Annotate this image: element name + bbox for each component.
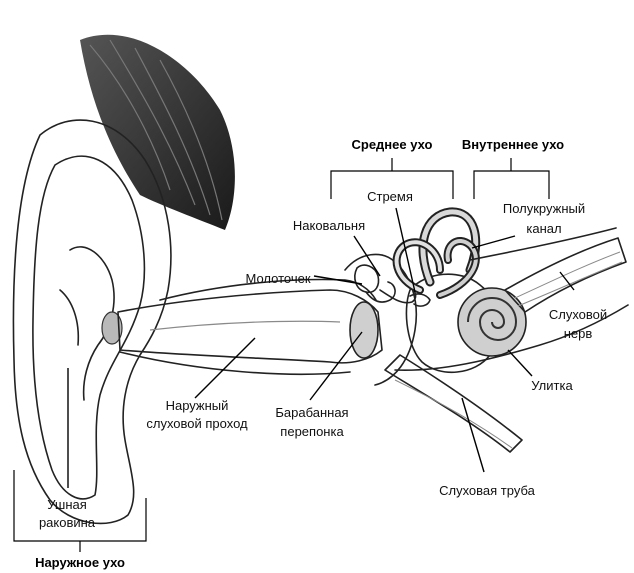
nerve-label-2: нерв xyxy=(564,326,593,341)
cochlea-label: Улитка xyxy=(531,378,573,393)
semicircular-label-2: канал xyxy=(526,221,561,236)
leader-lines xyxy=(67,207,575,488)
bone-outline xyxy=(394,304,629,372)
section-brackets xyxy=(13,158,550,552)
inner-ear-drawing xyxy=(392,207,627,374)
eustachian-label: Слуховая труба xyxy=(439,483,536,498)
ear-canal-label-2: слуховой проход xyxy=(146,416,248,431)
semicircular-label-1: Полукружный xyxy=(503,201,585,216)
cochlea-shape xyxy=(457,287,527,357)
stapes-shape xyxy=(409,293,431,307)
outer-ear-title: Наружное ухо xyxy=(35,555,125,570)
malleus-label: Молоточек xyxy=(245,271,310,286)
eardrum-drawing xyxy=(349,301,379,359)
ear-canal-drawing xyxy=(117,278,383,376)
auricle-drawing xyxy=(12,119,172,525)
hair-drawing xyxy=(80,34,235,231)
eustachian-tube-drawing xyxy=(384,354,523,453)
middle-ear-drawing xyxy=(344,253,431,386)
ear-canal-label-1: Наружный xyxy=(166,398,229,413)
nerve-label-1: Слуховой xyxy=(549,307,607,322)
stapes-label: Стремя xyxy=(367,189,413,204)
eardrum-label-1: Барабанная xyxy=(275,405,348,420)
incus-label: Наковальня xyxy=(293,218,365,233)
auditory-nerve-shape xyxy=(504,237,627,313)
auricle-label-1: Ушная xyxy=(47,497,87,512)
middle-ear-title: Среднее ухо xyxy=(352,137,433,152)
eardrum-label-2: перепонка xyxy=(280,424,344,439)
auricle-label-2: раковина xyxy=(39,515,96,530)
inner-ear-title: Внутреннее ухо xyxy=(462,137,564,152)
